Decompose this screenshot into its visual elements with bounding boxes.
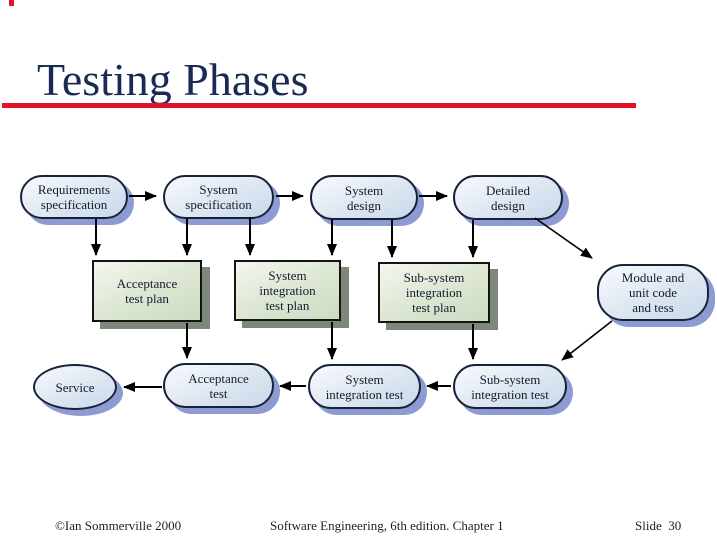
node-system-specification: System specification: [163, 175, 274, 219]
node-label: System design: [344, 182, 384, 213]
node-label: System integration test plan: [259, 268, 316, 313]
node-subsystem-integration-test-plan: Sub-system integration test plan: [378, 262, 490, 323]
node-service: Service: [33, 364, 117, 410]
page-title: Testing Phases: [37, 54, 309, 105]
corner-red-mark: [9, 0, 14, 6]
node-acceptance-test-plan: Acceptance test plan: [92, 260, 202, 322]
node-detailed-design: Detailed design: [453, 175, 563, 220]
footer-slide-number: Slide 30: [635, 518, 682, 533]
node-system-integration-test-plan: System integration test plan: [234, 260, 341, 321]
node-label: Module and unit code and tess: [621, 270, 685, 315]
node-label: Detailed design: [485, 182, 531, 213]
footer-book-reference: Software Engineering, 6th edition. Chapt…: [270, 518, 504, 533]
node-label: Sub-system integration test plan: [403, 270, 465, 315]
node-system-design: System design: [310, 175, 418, 220]
node-label: Acceptance test: [188, 370, 249, 401]
arrow-detaileddesign-to-moduleunit: [534, 217, 593, 259]
node-requirements-specification: Requirements specification: [20, 175, 128, 219]
footer-copyright: ©Ian Sommerville 2000: [55, 518, 182, 533]
title-underline: [2, 103, 636, 108]
node-label: System integration test: [325, 371, 404, 402]
node-label: Acceptance test plan: [116, 276, 178, 306]
node-acceptance-test: Acceptance test: [163, 363, 274, 408]
arrow-moduleunit-to-subsysinttest: [561, 320, 613, 361]
node-system-integration-test: System integration test: [308, 364, 421, 409]
node-label: Sub-system integration test: [471, 371, 549, 402]
node-module-and-unit-code-and-test: Module and unit code and tess: [597, 264, 709, 321]
node-label: Service: [55, 379, 95, 395]
node-subsystem-integration-test: Sub-system integration test: [453, 364, 567, 409]
node-label: System specification: [185, 182, 252, 212]
node-label: Requirements specification: [37, 182, 111, 212]
